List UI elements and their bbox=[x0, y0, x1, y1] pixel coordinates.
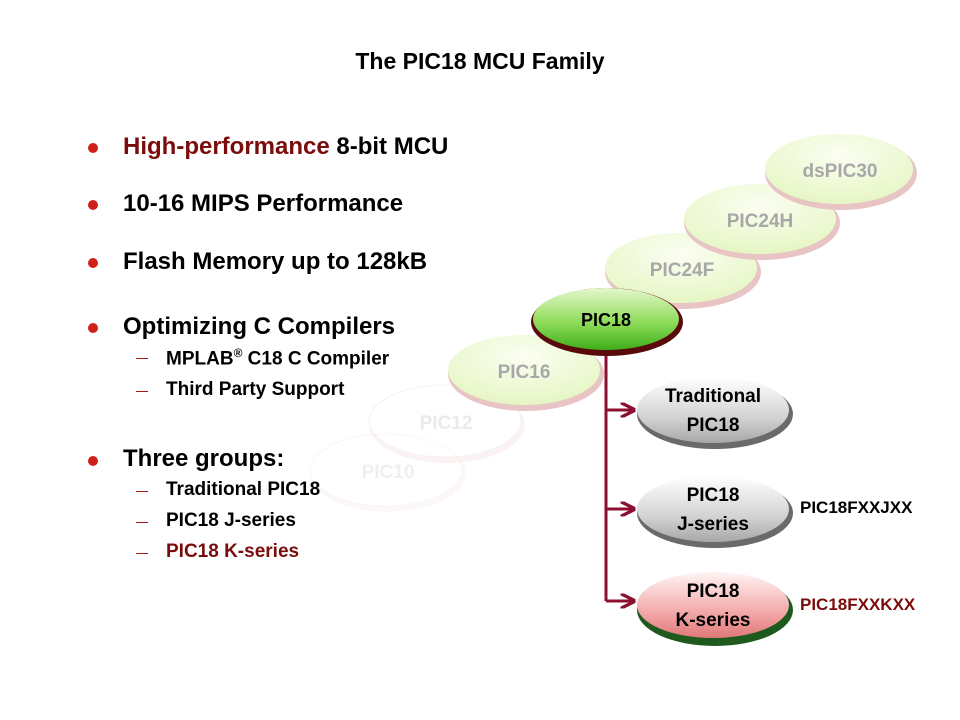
bullet-text: 8-bit MCU bbox=[329, 133, 449, 160]
page-title: The PIC18 MCU Family bbox=[355, 48, 605, 74]
bullet-flash: Flash Memory up to 128kB bbox=[123, 248, 428, 275]
label-pic16: PIC16 bbox=[498, 362, 551, 383]
mplab-text: MPLAB bbox=[166, 348, 234, 370]
label-kseries-line2: K-series bbox=[676, 610, 751, 631]
sub-bullet-traditional: Traditional PIC18 bbox=[166, 479, 321, 500]
bullet-compilers: Optimizing C Compilers bbox=[123, 313, 396, 340]
ellipse-pic18-jseries: PIC18 J-series bbox=[637, 476, 793, 548]
label-kseries-line1: PIC18 bbox=[687, 581, 740, 602]
sub-bullet-dash bbox=[136, 391, 148, 392]
sub-bullet-dash bbox=[136, 358, 148, 359]
sub-bullet-third-party: Third Party Support bbox=[166, 379, 345, 400]
label-traditional-line1: Traditional bbox=[665, 386, 761, 407]
sub-bullet-jseries: PIC18 J-series bbox=[166, 510, 296, 531]
sub-bullet-kseries: PIC18 K-series bbox=[166, 541, 300, 562]
bullet-mips: 10-16 MIPS Performance bbox=[123, 190, 404, 217]
ellipse-pic18-main: PIC18 bbox=[531, 288, 683, 356]
sub-bullet-dash bbox=[136, 522, 148, 523]
label-pic24h: PIC24H bbox=[727, 211, 794, 232]
ellipse-traditional-pic18: Traditional PIC18 bbox=[637, 377, 793, 449]
bullet-performance: High-performance 8-bit MCU bbox=[123, 133, 448, 161]
part-number-kseries: PIC18FXXKXX bbox=[800, 595, 916, 614]
bullet-dot bbox=[88, 143, 98, 153]
label-pic24f: PIC24F bbox=[650, 260, 714, 281]
sub-bullet-mplab: MPLAB® C18 C Compiler bbox=[166, 346, 389, 370]
ellipse-pic16: PIC16 bbox=[448, 335, 604, 411]
bullet-highlight: High-performance bbox=[123, 133, 330, 160]
registered-mark: ® bbox=[233, 346, 243, 360]
bullet-dot bbox=[88, 323, 98, 333]
label-pic18-main: PIC18 bbox=[581, 310, 631, 330]
bullet-three-groups: Three groups: bbox=[123, 445, 285, 472]
label-pic12: PIC12 bbox=[420, 413, 473, 434]
label-pic10: PIC10 bbox=[362, 462, 415, 483]
part-number-jseries: PIC18FXXJXX bbox=[800, 498, 913, 517]
bullet-dot bbox=[88, 258, 98, 268]
compiler-text: C18 C Compiler bbox=[242, 348, 390, 370]
ellipse-pic10: PIC10 bbox=[309, 433, 466, 512]
bullet-dot bbox=[88, 456, 98, 466]
ellipse-dspic30: dsPIC30 bbox=[765, 134, 917, 210]
bullet-dot bbox=[88, 200, 98, 210]
label-jseries-line2: J-series bbox=[677, 514, 749, 535]
ellipse-pic24h: PIC24H bbox=[684, 184, 840, 260]
label-traditional-line2: PIC18 bbox=[687, 415, 740, 436]
ellipse-pic18-kseries: PIC18 K-series bbox=[637, 572, 793, 646]
sub-bullet-dash bbox=[136, 491, 148, 492]
label-jseries-line1: PIC18 bbox=[687, 485, 740, 506]
sub-bullet-dash bbox=[136, 553, 148, 554]
label-dspic30: dsPIC30 bbox=[803, 161, 878, 182]
connector-tree bbox=[604, 348, 634, 601]
